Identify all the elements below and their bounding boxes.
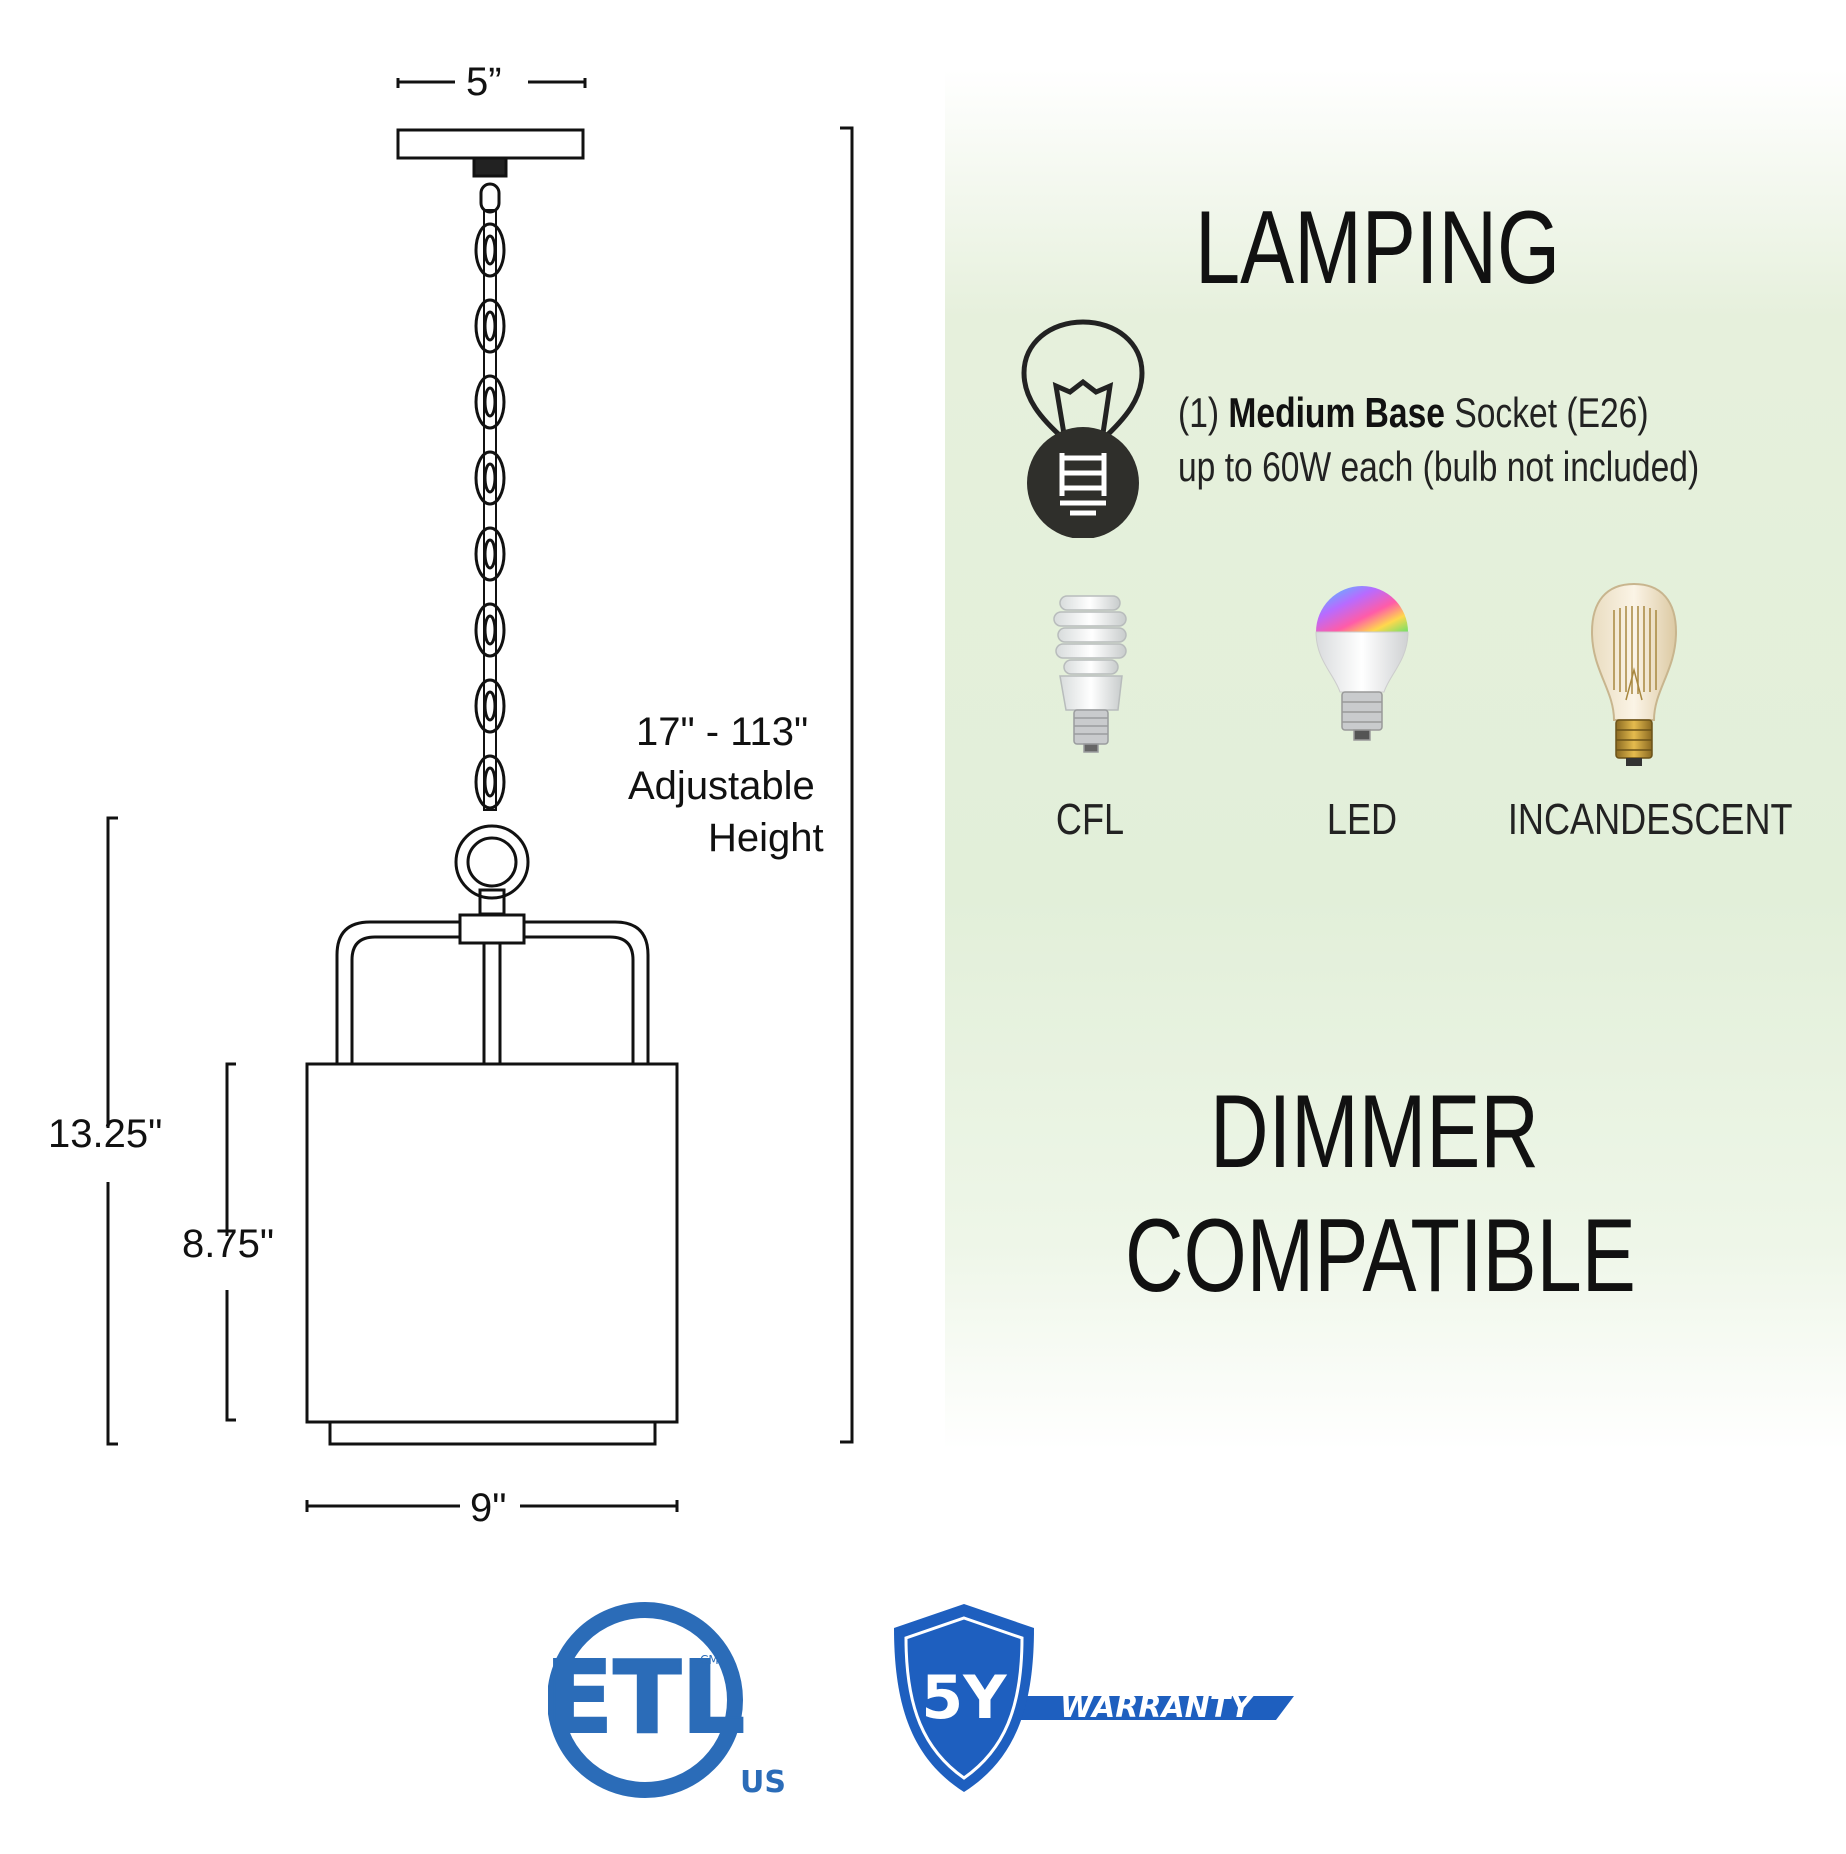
adjustable-label: Adjustable xyxy=(628,764,815,808)
lamping-panel-background xyxy=(945,70,1846,1450)
socket-spec-line: (1) Medium Base Socket (E26) xyxy=(1178,392,1649,434)
dimmer-title-line2: COMPATIBLE xyxy=(1125,1198,1636,1314)
fixture-height-label: 13.25" xyxy=(48,1112,163,1156)
etl-certification-logo: ETL CM US xyxy=(548,1602,786,1800)
pendant-fixture-drawing xyxy=(106,78,854,1512)
warranty-badge: 5Y WARRANTY xyxy=(894,1604,1294,1792)
dimmer-title-line1: DIMMER xyxy=(1210,1074,1539,1190)
led-bulb-icon xyxy=(1315,586,1409,741)
overall-height-range-label: 17" - 113" xyxy=(636,710,809,754)
svg-text:WARRANTY: WARRANTY xyxy=(1060,1690,1255,1725)
svg-text:US: US xyxy=(740,1765,786,1800)
wattage-spec-line: up to 60W each (bulb not included) xyxy=(1178,443,1700,490)
bulb-label-led: LED xyxy=(1326,795,1398,844)
bulb-label-cfl: CFL xyxy=(1055,795,1125,844)
socket-type: Medium Base xyxy=(1228,389,1445,436)
svg-text:5Y: 5Y xyxy=(921,1663,1008,1733)
canopy-width-label: 5” xyxy=(466,60,502,104)
lamping-title: LAMPING xyxy=(1195,190,1561,306)
bulb-label-incandescent: INCANDESCENT xyxy=(1507,795,1793,844)
light-bulb-icon xyxy=(1021,319,1145,538)
svg-text:ETL: ETL xyxy=(548,1639,745,1756)
incandescent-bulb-icon xyxy=(1590,582,1678,766)
height-label: Height xyxy=(708,816,824,860)
shade-width-label: 9" xyxy=(470,1486,507,1530)
svg-text:CM: CM xyxy=(700,1653,719,1667)
socket-suffix: Socket (E26) xyxy=(1445,389,1649,436)
cfl-bulb-icon xyxy=(1053,595,1127,753)
socket-count: (1) xyxy=(1178,389,1229,436)
shade-height-label: 8.75" xyxy=(182,1222,275,1266)
